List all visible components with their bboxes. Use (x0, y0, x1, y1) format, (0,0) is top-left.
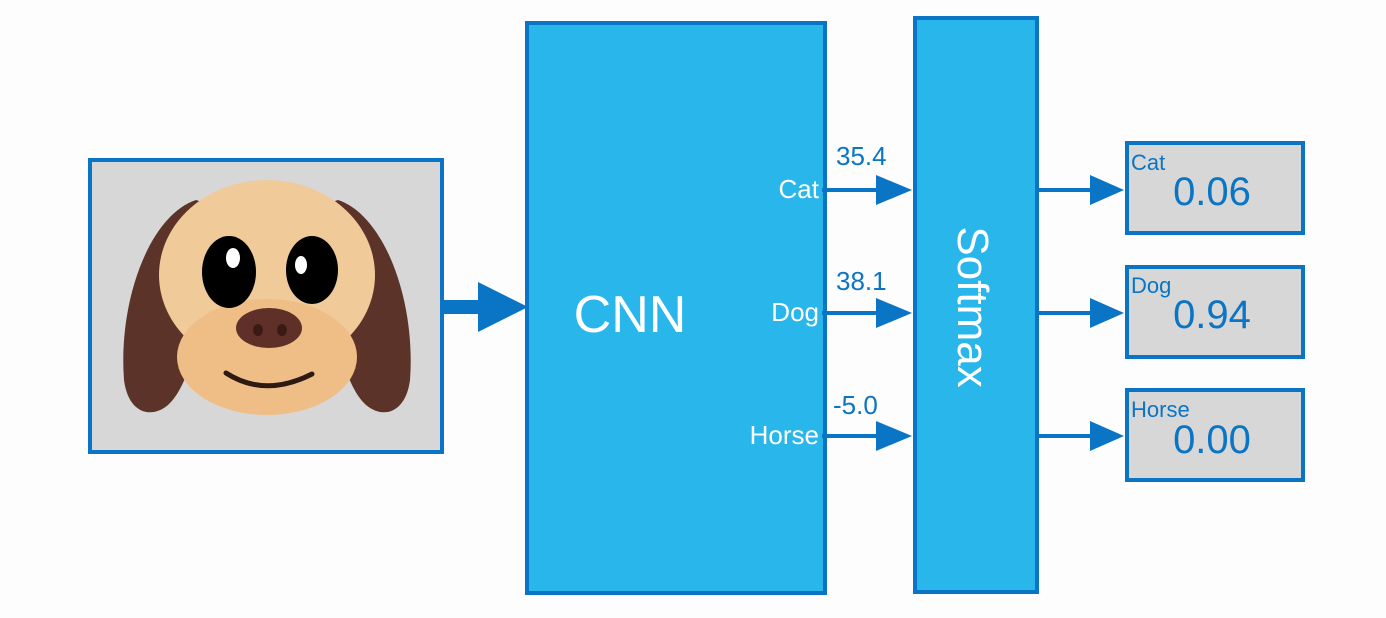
cat-output-label: Cat (1131, 150, 1165, 175)
cnn-label: CNN (574, 286, 687, 344)
cnn-block (525, 21, 827, 595)
dog-probability: 0.94 (1173, 293, 1251, 337)
dog-score-arrowhead (876, 298, 912, 328)
class-label-cat: Cat (779, 174, 820, 204)
softmax-block (913, 16, 1039, 594)
dog-output-label: Dog (1131, 273, 1171, 298)
horse-output-box (1125, 388, 1305, 482)
class-label-horse: Horse (750, 420, 819, 450)
cat-probability: 0.06 (1173, 170, 1251, 214)
horse-output-label: Horse (1131, 397, 1190, 422)
dog-output-box (1125, 265, 1305, 359)
class-label-dog: Dog (771, 297, 819, 327)
cat-output-box (1125, 141, 1305, 235)
horse-output-arrowhead (1090, 421, 1124, 451)
image-to-cnn-arrowhead (478, 282, 528, 332)
dog-score: 38.1 (836, 266, 887, 296)
dog-face-icon (123, 180, 411, 415)
dog-output-arrowhead (1090, 298, 1124, 328)
cat-output-arrowhead (1090, 175, 1124, 205)
cat-score: 35.4 (836, 141, 887, 171)
softmax-label: Softmax (948, 226, 997, 387)
horse-score-arrowhead (876, 421, 912, 451)
cat-score-arrowhead (876, 175, 912, 205)
horse-score: -5.0 (833, 390, 878, 420)
horse-probability: 0.00 (1173, 418, 1251, 462)
